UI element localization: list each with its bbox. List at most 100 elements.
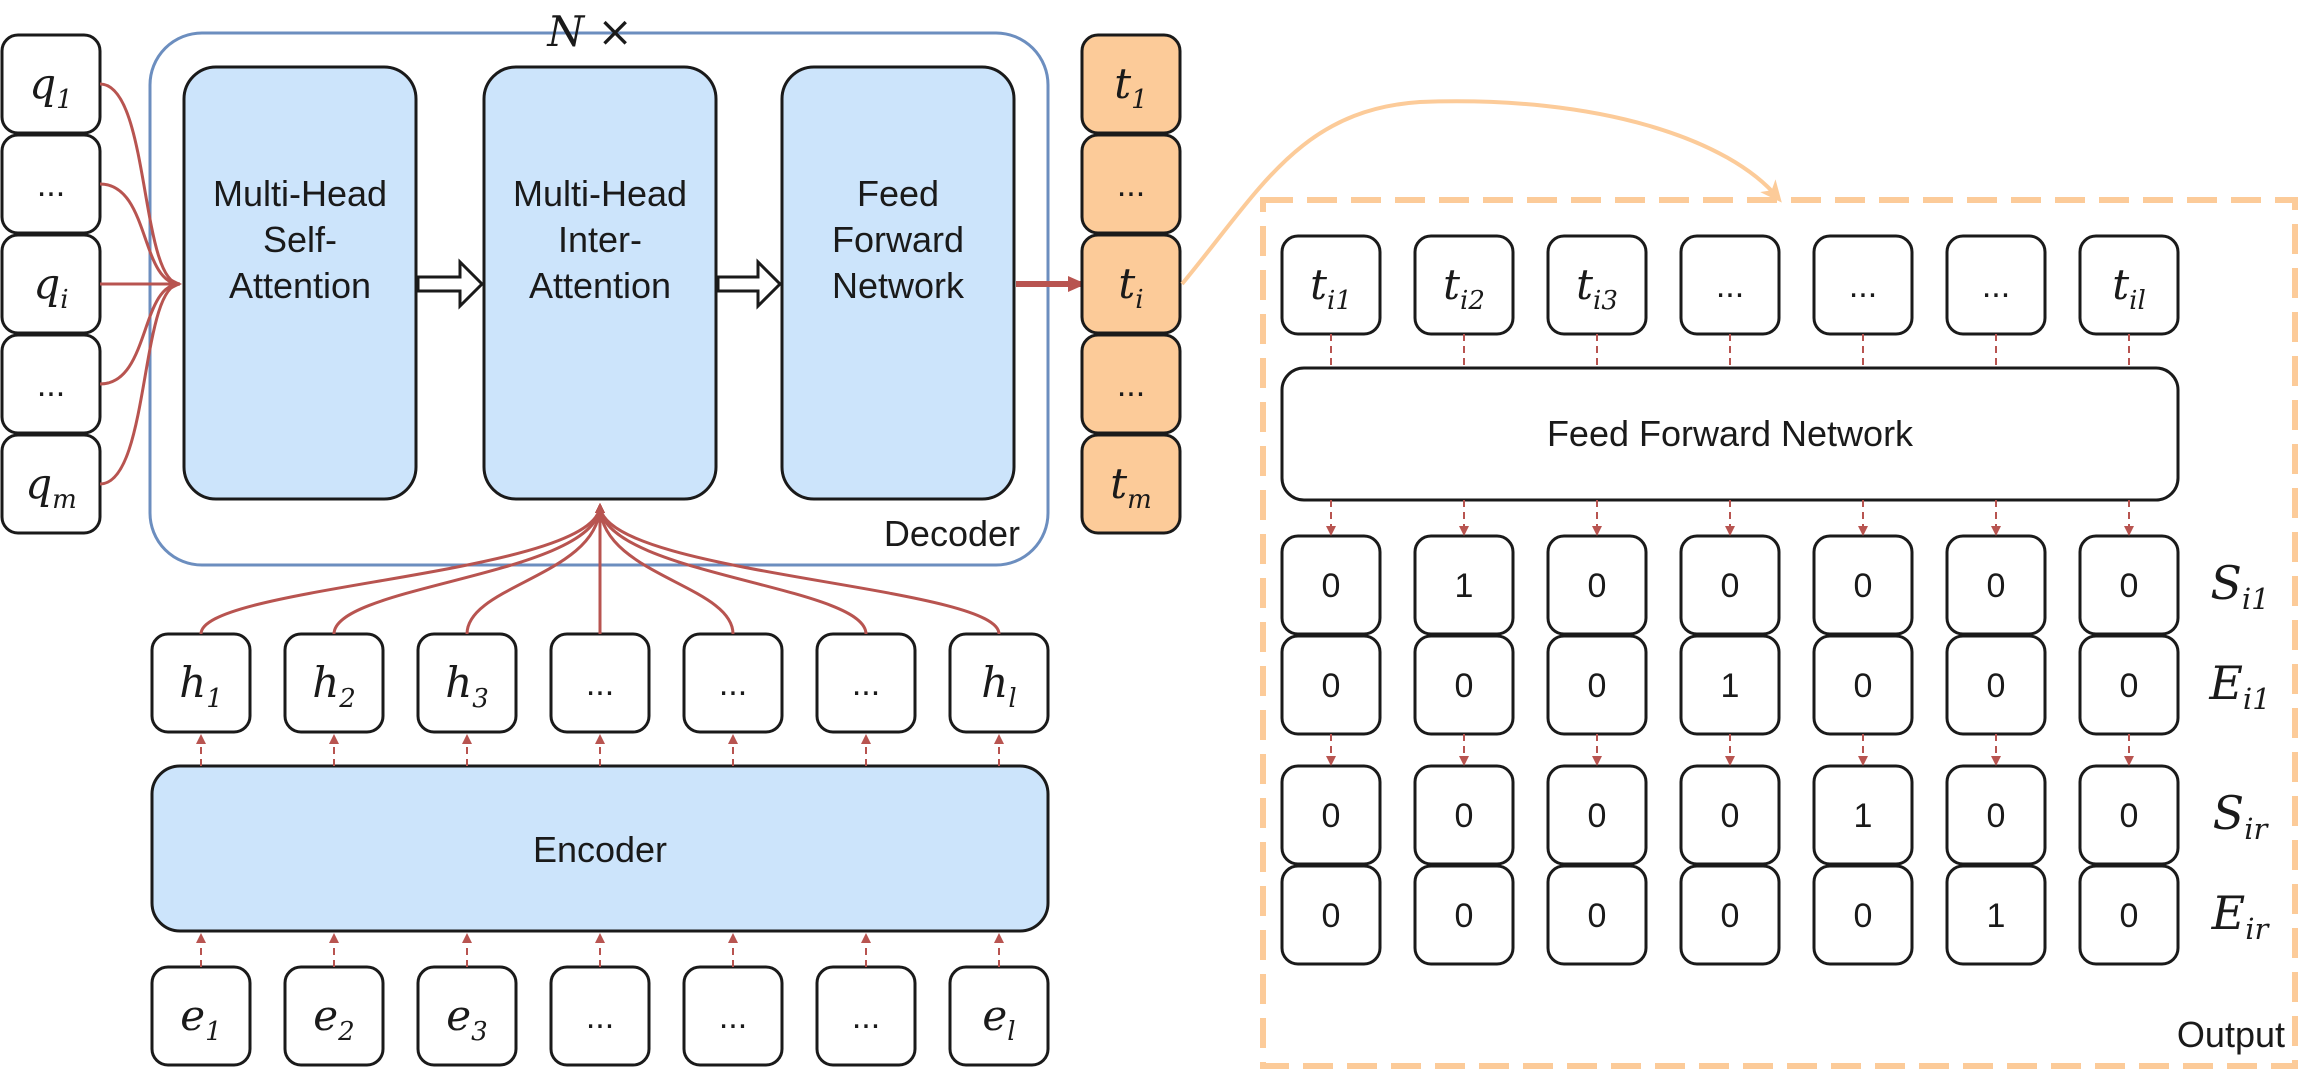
inter-attention-block-label: Attention bbox=[529, 265, 671, 306]
tag-cell bbox=[1546, 534, 1648, 636]
tag-cell bbox=[1945, 864, 2047, 966]
tag-value: 0 bbox=[1322, 667, 1341, 705]
tag-value: 0 bbox=[2120, 897, 2139, 935]
token-box bbox=[1413, 234, 1515, 336]
embedding-symbol: ... bbox=[852, 998, 880, 1036]
tag-cell bbox=[1413, 534, 1515, 636]
ti-to-output-arrow bbox=[1180, 99, 1782, 286]
decoder-output-symbol: tm bbox=[1110, 459, 1152, 515]
tag-cell bbox=[1546, 764, 1648, 866]
tag-cell bbox=[1679, 864, 1781, 966]
hidden-to-attention-connector bbox=[595, 503, 868, 635]
tag-cell bbox=[1679, 764, 1781, 866]
tag-value: 0 bbox=[2120, 567, 2139, 605]
inter-attention-block-label: Multi-Head bbox=[513, 173, 687, 214]
tag-value: 0 bbox=[2120, 667, 2139, 705]
output-label: Output bbox=[2177, 1014, 2285, 1055]
tag-value: 1 bbox=[1987, 897, 2006, 935]
token-symbol: ... bbox=[1849, 267, 1877, 305]
decoder-output-symbol: ti bbox=[1118, 259, 1143, 315]
token-symbol: ... bbox=[1716, 267, 1744, 305]
tag-value: 0 bbox=[1588, 897, 1607, 935]
token-symbol: ti2 bbox=[1443, 260, 1485, 316]
tag-value: 0 bbox=[1322, 897, 1341, 935]
decoder-output-box bbox=[1080, 433, 1182, 535]
embedding-symbol: ... bbox=[586, 998, 614, 1036]
tag-cell bbox=[1812, 764, 1914, 866]
arrow-inter-to-ffn bbox=[716, 258, 783, 310]
tag-value: 0 bbox=[1721, 897, 1740, 935]
tag-cell bbox=[1413, 864, 1515, 966]
tag-value: 0 bbox=[1455, 797, 1474, 835]
repeat-label: N × bbox=[546, 7, 632, 56]
hidden-state-symbol: h2 bbox=[312, 658, 356, 714]
tag-value: 0 bbox=[1854, 567, 1873, 605]
query-connector bbox=[99, 182, 181, 286]
decoder-label: Decoder bbox=[884, 513, 1020, 554]
row-label: Ei1 bbox=[2208, 656, 2270, 716]
feed-forward-block-label: Network bbox=[832, 265, 965, 306]
query-symbol: qi bbox=[33, 259, 68, 315]
hidden-state-symbol: hl bbox=[981, 658, 1016, 714]
query-symbol: ... bbox=[37, 366, 65, 404]
inter-attention-block-label: Inter- bbox=[558, 219, 642, 260]
tag-value: 0 bbox=[1721, 797, 1740, 835]
token-box bbox=[1280, 234, 1382, 336]
hidden-state-symbol: h1 bbox=[179, 658, 223, 714]
tag-value: 1 bbox=[1455, 567, 1474, 605]
tag-value: 0 bbox=[1322, 797, 1341, 835]
output-panel bbox=[1260, 197, 2298, 1069]
hidden-to-attention-connector bbox=[595, 503, 735, 635]
tag-value: 0 bbox=[1987, 797, 2006, 835]
row-label: Sir bbox=[2213, 786, 2270, 846]
embedding-symbol: ... bbox=[719, 998, 747, 1036]
token-box bbox=[1546, 234, 1648, 336]
self-attention-block-label: Multi-Head bbox=[213, 173, 387, 214]
hidden-to-attention-connector bbox=[332, 503, 605, 635]
tag-value: 0 bbox=[1588, 667, 1607, 705]
hidden-state-symbol: ... bbox=[586, 665, 614, 703]
token-symbol: til bbox=[2112, 260, 2146, 316]
inter-attention-block bbox=[482, 65, 718, 501]
tag-value: 0 bbox=[1854, 667, 1873, 705]
tag-value: 0 bbox=[1854, 897, 1873, 935]
decoder-output-box bbox=[1080, 233, 1182, 335]
embedding-symbol: e1 bbox=[180, 991, 221, 1047]
hidden-to-attention-connector bbox=[595, 503, 1001, 635]
hidden-to-attention-connector bbox=[199, 503, 605, 635]
arrow-self-to-inter bbox=[416, 258, 485, 310]
decoder-output-symbol: ... bbox=[1117, 366, 1145, 404]
token-symbol: ... bbox=[1982, 267, 2010, 305]
row-label: Eir bbox=[2211, 886, 2271, 946]
feed-forward-block-label: Forward bbox=[832, 219, 964, 260]
query-connector bbox=[99, 82, 181, 286]
embedding-symbol: e2 bbox=[313, 991, 354, 1047]
tag-cell bbox=[2078, 764, 2180, 866]
hidden-state-symbol: h3 bbox=[445, 658, 489, 714]
tag-value: 0 bbox=[1588, 797, 1607, 835]
token-symbol: ti3 bbox=[1576, 260, 1618, 316]
tag-cell bbox=[2078, 864, 2180, 966]
feed-forward-block bbox=[780, 65, 1016, 501]
tag-cell bbox=[1812, 534, 1914, 636]
embedding-symbol: el bbox=[982, 991, 1015, 1047]
decoder-output-box bbox=[1080, 33, 1182, 135]
tag-cell bbox=[1280, 534, 1382, 636]
tag-value: 0 bbox=[1322, 567, 1341, 605]
query-connector bbox=[99, 282, 181, 386]
tag-cell bbox=[1945, 764, 2047, 866]
query-symbol: ... bbox=[37, 166, 65, 204]
self-attention-block-label: Attention bbox=[229, 265, 371, 306]
feed-forward-block-label: Feed bbox=[857, 173, 939, 214]
embedding-symbol: e3 bbox=[446, 991, 487, 1047]
query-connector bbox=[99, 282, 181, 486]
token-symbol: ti1 bbox=[1310, 260, 1352, 316]
encoder-label: Encoder bbox=[533, 829, 667, 870]
tag-value: 0 bbox=[1721, 567, 1740, 605]
hidden-to-attention-connector bbox=[465, 503, 605, 635]
tag-cell bbox=[1945, 534, 2047, 636]
tag-cell bbox=[1413, 764, 1515, 866]
hidden-state-symbol: ... bbox=[719, 665, 747, 703]
tag-value: 1 bbox=[1721, 667, 1740, 705]
